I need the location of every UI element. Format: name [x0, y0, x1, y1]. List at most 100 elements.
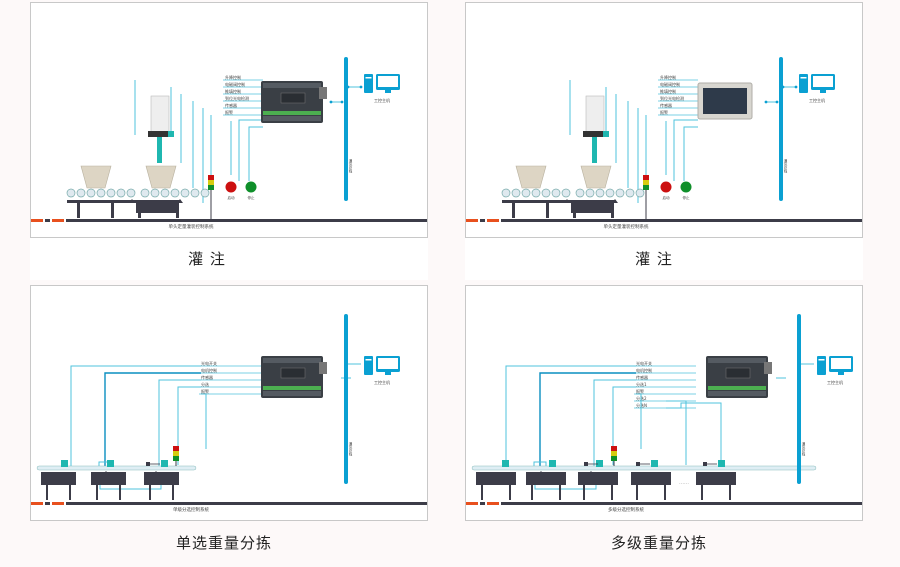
signal-label: 升降控制 [225, 74, 241, 80]
conveyor-roller [170, 188, 180, 198]
stack-light-green [208, 185, 214, 190]
hmi-screen [703, 88, 747, 114]
start-button-icon [225, 181, 237, 193]
signal-label: 报警 [660, 109, 668, 115]
conveyor-roller [531, 188, 541, 198]
conveyor-frame-1 [67, 200, 139, 203]
caption-band-top-left [30, 238, 428, 280]
ground-stripe-orange [466, 219, 478, 222]
signal-drop-sensor [593, 379, 636, 466]
conveyor-roller [86, 188, 96, 198]
product-box [596, 460, 603, 467]
panel-single-sorting: 光电开关电机控制传感器分选报警通讯总线工控主机单级分选控制系统 [30, 285, 428, 521]
conveyor-leg [111, 203, 114, 218]
conveyor-roller [501, 188, 511, 198]
ground-stripe-orange [52, 219, 64, 222]
stack-light-red [208, 175, 214, 180]
ground-stripe-dark [45, 219, 50, 222]
filling-nozzle [157, 137, 162, 163]
conveyor-leg [729, 485, 731, 500]
conveyor-roller [190, 188, 200, 198]
stop-button-icon [245, 181, 257, 193]
conveyor-roller [585, 188, 595, 198]
product-box [549, 460, 556, 467]
conveyor-roller [511, 188, 521, 198]
conveyor-body [41, 472, 76, 485]
bucket [580, 165, 612, 189]
system-label: 单头定量灌装控制系统 [604, 223, 649, 230]
valve-icon [168, 131, 174, 137]
signal-drop-motor [539, 372, 636, 466]
conveyor-leg [664, 485, 666, 500]
signal-loop [533, 461, 547, 466]
signal-label: 到位光电检测 [225, 95, 249, 101]
ground-stripe-orange [52, 502, 64, 505]
stop-button-label: 停止 [683, 195, 691, 200]
stack-light-red [643, 175, 649, 180]
conveyor-leg [77, 203, 80, 218]
plc-terminal-green [708, 386, 766, 390]
ground-stripe-dark [480, 219, 485, 222]
plc-port [319, 362, 327, 374]
conveyor-leg [69, 485, 71, 500]
conveyor-roller [605, 188, 615, 198]
pc-label: 工控主机 [827, 379, 843, 385]
signal-label: 升降控制 [660, 74, 676, 80]
connector-dot [781, 85, 785, 89]
conveyor-roller [180, 188, 190, 198]
stop-button-icon [680, 181, 692, 193]
conveyor-roller [106, 188, 116, 198]
pc-tower-icon [817, 356, 826, 375]
load-cell-icon [177, 199, 183, 203]
bus-label: 通讯总线 [801, 441, 806, 457]
panel-filling-hmi: 升降控制电磁阀控制推填控制到位光电检测传感器报警启动停止通讯总线工控主机单头定量… [465, 2, 863, 238]
plc-terminal-top [263, 83, 321, 88]
stack-light-yellow [643, 180, 649, 185]
conveyor-roller [116, 188, 126, 198]
signal-label: 电磁阀控制 [660, 81, 680, 87]
conveyor-frame-1 [502, 200, 574, 203]
start-button-label: 启动 [228, 195, 235, 200]
conveyor-roller [595, 188, 605, 198]
pc-tower-slot [818, 359, 825, 361]
conveyor-leg [512, 203, 515, 218]
conveyor-leg [138, 203, 141, 218]
signal-drop-sortN [666, 402, 722, 465]
conveyor-belt [471, 465, 817, 471]
signal-label: 光电开关 [201, 360, 217, 366]
plc-terminal-bottom [263, 391, 321, 396]
stack-light-red [611, 446, 617, 451]
pc-monitor-stand [820, 90, 826, 93]
filling-nozzle [592, 137, 597, 163]
conveyor-leg [172, 485, 174, 500]
plc-label-plate [280, 367, 306, 379]
caption-filling-2: 灌 注 [635, 250, 673, 268]
signal-label: 光电开关 [636, 360, 652, 366]
load-cell-icon [564, 199, 570, 203]
signal-drop-photoelectric [505, 365, 636, 466]
pc-label: 工控主机 [374, 97, 390, 103]
product-box [651, 460, 658, 467]
signal-label: 报警 [201, 388, 209, 394]
pc-monitor-screen [378, 358, 398, 369]
signal-label: 报警 [225, 109, 233, 115]
stack-light-green [173, 456, 179, 461]
conveyor-frame-2 [564, 200, 616, 203]
bucket [80, 165, 112, 189]
bus-label: 通讯总线 [348, 441, 353, 457]
product-box [502, 460, 509, 467]
signal-drop-sort [177, 386, 201, 465]
conveyor-leg [509, 485, 511, 500]
stack-light-yellow [611, 451, 617, 456]
conveyor-roller [200, 188, 210, 198]
connector-dot [764, 100, 768, 104]
pc-monitor-screen [813, 76, 833, 87]
conveyor-belt [36, 465, 197, 471]
conveyor-roller [126, 188, 136, 198]
plc-terminal-top [708, 358, 766, 363]
ground-line [501, 502, 862, 505]
conveyor-leg [46, 485, 48, 500]
conveyor-leg [176, 203, 179, 218]
conveyor-roller [140, 188, 150, 198]
